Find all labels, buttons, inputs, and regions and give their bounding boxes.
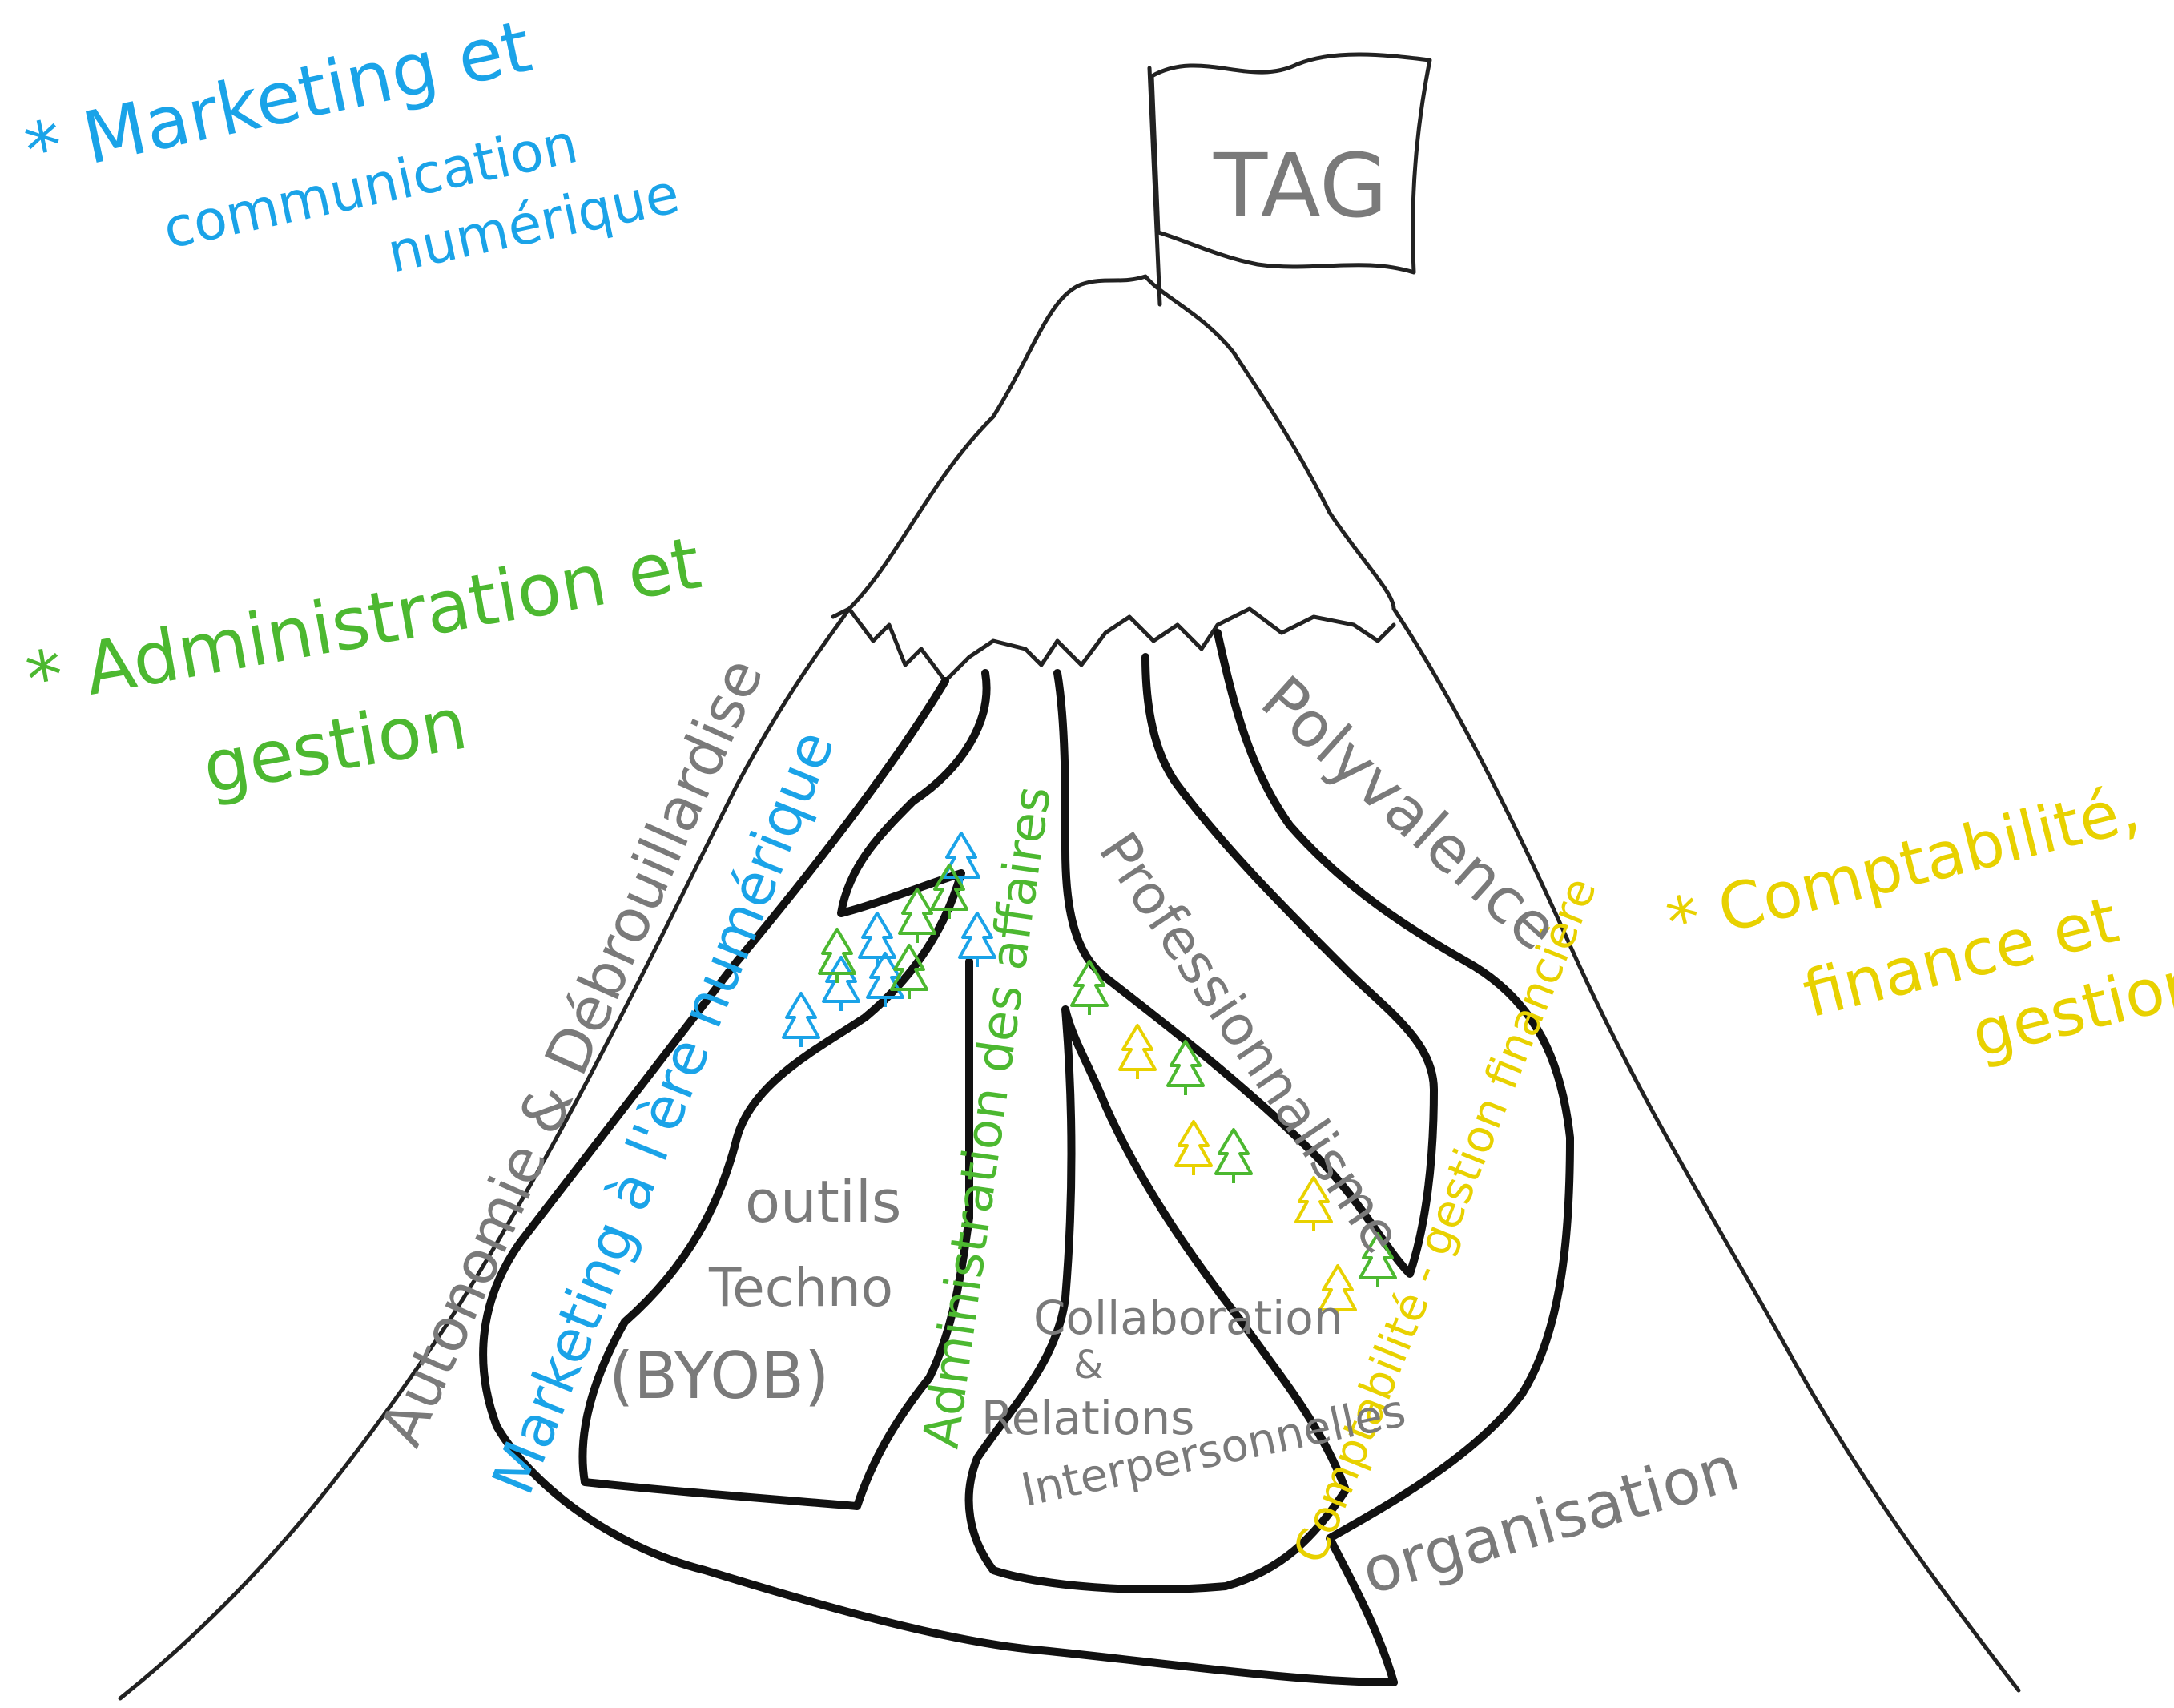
zone-outils-line3: (BYOB) <box>609 1339 829 1413</box>
zone-outils-line2: Techno <box>708 1257 893 1319</box>
tree-icon <box>1174 1120 1213 1175</box>
tree-icon <box>1118 1024 1157 1079</box>
tree-icon <box>1214 1128 1253 1183</box>
yellow-trees <box>1118 1024 1357 1319</box>
zone-outils-line1: outils <box>745 1168 901 1235</box>
legend: * Marketing et communication numérique *… <box>18 4 2174 1072</box>
tree-icon <box>1318 1264 1357 1319</box>
snow-line <box>831 606 1396 683</box>
flag-cloth <box>1149 52 1432 275</box>
tree-icon <box>930 864 968 919</box>
zone-collab-line1: Collaboration <box>1033 1291 1343 1345</box>
flag-label: TAG <box>1213 135 1387 237</box>
tree-icon <box>1359 1232 1397 1287</box>
tree-icon <box>942 832 980 887</box>
administration-inner-boundary <box>964 1005 1350 1593</box>
green-trees <box>818 864 1397 1287</box>
tree-icon <box>822 956 860 1011</box>
tree-icon <box>890 944 928 999</box>
zone-professionnalisme: Professionnalisme <box>1086 821 1414 1264</box>
zone-collab-line3: Relations <box>981 1391 1194 1445</box>
zone-collab-line2: & <box>1073 1343 1103 1388</box>
tree-icon <box>1070 960 1109 1015</box>
marketing-inner-boundary <box>578 669 991 1510</box>
tree-icon <box>898 888 936 943</box>
tree-icon <box>958 912 996 967</box>
blue-trees <box>782 832 996 1047</box>
marketing-outer-boundary <box>479 677 1398 1686</box>
comptabilite-boundary <box>1214 629 1574 1686</box>
tree-icon <box>1294 1176 1333 1231</box>
tree-icon <box>818 928 856 983</box>
administration-right-boundary <box>1053 653 1438 1278</box>
tree-icon <box>1166 1040 1205 1095</box>
mountain-outline <box>118 274 2021 1701</box>
legend-administration-cont: gestion <box>197 682 473 811</box>
tree-icon <box>782 992 820 1047</box>
legend-administration: * Administration et <box>21 521 707 722</box>
zone-organisation: organisation <box>1354 1432 1747 1609</box>
